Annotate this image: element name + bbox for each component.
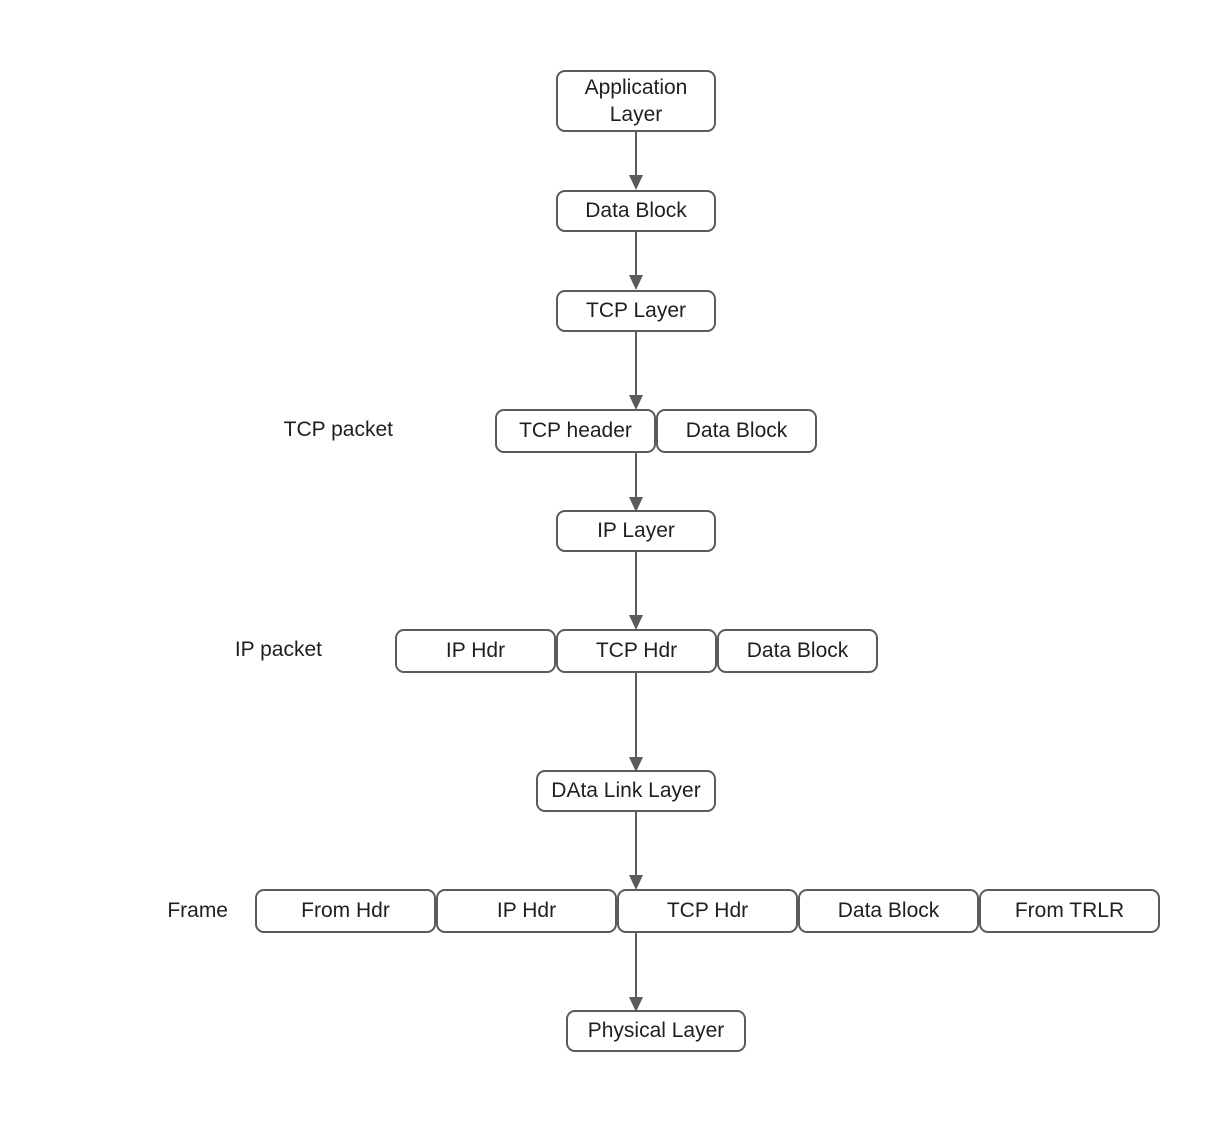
node-ip-layer[interactable]: IP Layer [556,510,716,552]
packet-segment-tcp-header[interactable]: TCP header [495,409,656,453]
packet-row-ip-packet: IP Hdr TCP Hdr Data Block [395,629,878,673]
node-physical-layer[interactable]: Physical Layer [566,1010,746,1052]
label-ip-packet: IP packet [234,638,322,661]
node-data-link-layer[interactable]: DAta Link Layer [536,770,716,812]
packet-segment-ip-hdr[interactable]: IP Hdr [395,629,556,673]
frame-segment-data-block[interactable]: Data Block [798,889,979,933]
packet-row-frame: From Hdr IP Hdr TCP Hdr Data Block From … [255,889,1160,933]
frame-segment-ip-hdr[interactable]: IP Hdr [436,889,617,933]
frame-segment-tcp-hdr[interactable]: TCP Hdr [617,889,798,933]
label-frame: Frame [167,899,228,922]
node-data-block[interactable]: Data Block [556,190,716,232]
node-tcp-layer[interactable]: TCP Layer [556,290,716,332]
packet-segment-data-block[interactable]: Data Block [656,409,817,453]
packet-segment-tcp-hdr[interactable]: TCP Hdr [556,629,717,673]
label-tcp-packet: TCP packet [283,418,393,441]
frame-segment-from-trlr[interactable]: From TRLR [979,889,1160,933]
packet-row-tcp-packet: TCP header Data Block [495,409,817,453]
node-application-layer[interactable]: Application Layer [556,70,716,132]
frame-segment-from-hdr[interactable]: From Hdr [255,889,436,933]
packet-segment-data-block[interactable]: Data Block [717,629,878,673]
